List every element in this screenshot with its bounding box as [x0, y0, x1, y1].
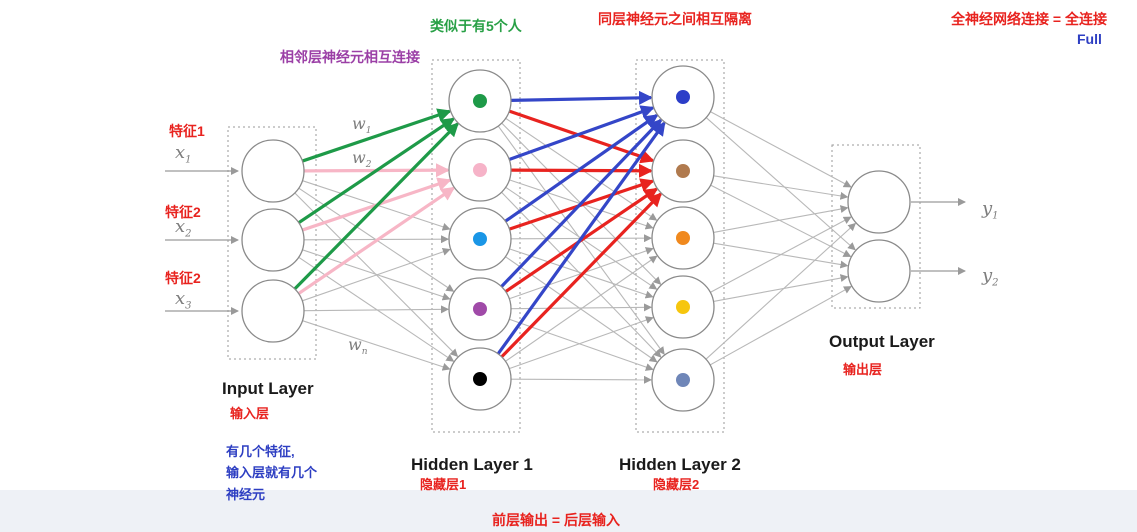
- gray-edge: [705, 222, 857, 360]
- adjacent-connected-note: 相邻层神经元相互连接: [280, 49, 420, 65]
- hidden1-layer-title: Hidden Layer 1: [411, 455, 533, 474]
- y1-symbol: y1: [982, 198, 999, 222]
- gray-edge: [509, 316, 654, 370]
- input-layer-subtitle: 输入层: [230, 406, 270, 421]
- hidden1-neuron-4-dot: [473, 302, 487, 316]
- gray-edge: [505, 255, 658, 362]
- blue-arrow: [510, 90, 654, 105]
- gray-edge: [509, 318, 654, 371]
- gray-edge: [509, 248, 654, 299]
- w2-symbol: w2: [352, 148, 372, 171]
- hidden2-layer-title: Hidden Layer 2: [619, 455, 741, 474]
- isolated-same-layer-note: 同层神经元之间相互隔离: [598, 11, 752, 27]
- gray-edge: [303, 305, 450, 314]
- hidden2-neuron-3-dot: [676, 231, 690, 245]
- hidden1-neuron-5-dot: [473, 372, 487, 386]
- gray-edge: [510, 303, 653, 312]
- blue-arrow: [504, 114, 659, 223]
- input-neuron-2: [241, 208, 305, 272]
- hidden1-neuron-1-dot: [473, 94, 487, 108]
- hidden1-layer-subtitle: 隐藏层1: [420, 477, 467, 492]
- red-arrow: [500, 192, 663, 358]
- pink-arrow: [297, 186, 456, 295]
- x2-symbol: x2: [175, 216, 192, 240]
- features-note-line1: 有几个特征,: [226, 444, 295, 459]
- gray-edge: [713, 274, 849, 302]
- y2-symbol: y2: [982, 265, 999, 289]
- red-arrow: [510, 163, 654, 178]
- green-arrow: [301, 108, 452, 163]
- blue-arrow: [508, 105, 655, 162]
- gray-edge: [710, 216, 852, 293]
- hidden1-neuron-3-dot: [473, 232, 487, 246]
- output-neuron-1: [847, 170, 911, 234]
- output-layer-title: Output Layer: [829, 332, 935, 351]
- hidden1-neuron-2-dot: [473, 163, 487, 177]
- input-neuron-1: [241, 139, 305, 203]
- feature-label-1: 特征1: [169, 123, 205, 139]
- w1-symbol: w1: [352, 114, 372, 137]
- x1-symbol: x1: [175, 142, 192, 166]
- hidden2-neuron-1-dot: [676, 90, 690, 104]
- feature-label-2: 特征2: [165, 204, 201, 220]
- output-neuron-2: [847, 239, 911, 303]
- highlighted-connections: [293, 90, 666, 358]
- gray-edge: [302, 248, 451, 302]
- blue-arrow: [500, 118, 663, 288]
- like-five-people-note: 类似于有5个人: [430, 18, 522, 34]
- output-layer-subtitle: 输出层: [843, 362, 883, 377]
- gray-edge: [713, 205, 849, 233]
- input-layer-title: Input Layer: [222, 379, 314, 398]
- hidden2-neuron-5-dot: [676, 373, 690, 387]
- hidden2-layer-subtitle: 隐藏层2: [653, 477, 700, 492]
- gray-edge: [713, 175, 849, 200]
- gray-edge: [709, 286, 852, 366]
- hidden2-neuron-4-dot: [676, 300, 690, 314]
- hidden2-neuron-2-dot: [676, 164, 690, 178]
- gray-edge: [302, 320, 451, 371]
- gray-edge: [710, 184, 852, 257]
- neurons: [241, 65, 911, 412]
- output-layer-box: [831, 144, 921, 309]
- features-note-line2: 输入层就有几个: [226, 465, 318, 480]
- x3-symbol: x3: [175, 288, 192, 312]
- full-note: Full: [1077, 31, 1102, 47]
- prev-output-next-input-note: 前层输出 = 后层输入: [492, 512, 620, 528]
- bottom-band: [0, 490, 1137, 532]
- fully-connected-note: 全神经网络连接 = 全连接: [951, 11, 1107, 27]
- green-arrow: [297, 117, 456, 225]
- input-neuron-3: [241, 279, 305, 343]
- gray-edge: [710, 111, 852, 188]
- green-arrow: [293, 122, 459, 291]
- features-note-line3: 神经元: [226, 487, 266, 502]
- feature-label-3: 特征2: [165, 270, 201, 286]
- gray-edge: [510, 375, 653, 384]
- wn-symbol: wn: [348, 335, 368, 358]
- blue-arrow: [496, 121, 666, 355]
